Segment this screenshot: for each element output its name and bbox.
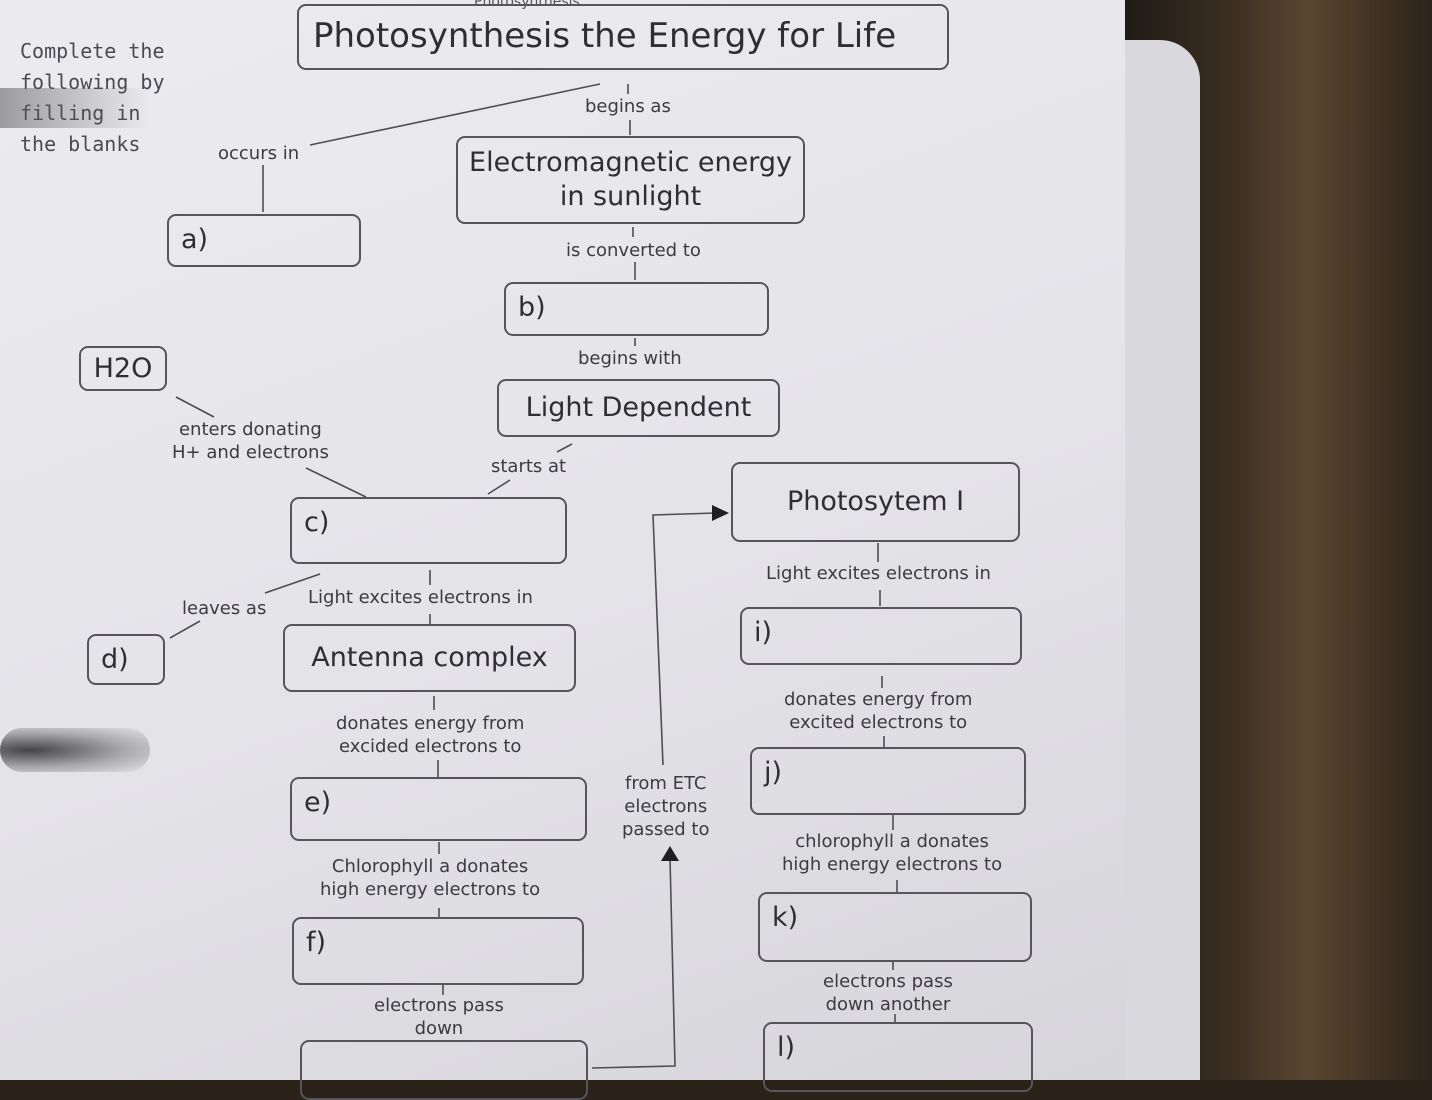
link-enters-donating: enters donating H+ and electrons bbox=[172, 418, 329, 464]
link-line: chlorophyll a donates bbox=[795, 831, 989, 852]
link-from-etc: from ETC electrons passed to bbox=[622, 772, 710, 841]
link-line: enters donating bbox=[178, 419, 322, 440]
concept-light-dependent: Light Dependent bbox=[497, 379, 780, 437]
link-line: Chlorophyll a donates bbox=[331, 856, 529, 877]
blank-f[interactable]: f) bbox=[292, 917, 584, 985]
link-starts-at: starts at bbox=[491, 456, 567, 477]
link-line: H+ and electrons bbox=[172, 442, 329, 463]
concept-h2o: H2O bbox=[79, 346, 167, 391]
worksheet-paper: Photosynthesis Complete the following by… bbox=[0, 0, 1125, 1100]
link-line: electrons pass bbox=[823, 971, 953, 992]
link-line: high energy electrons to bbox=[782, 854, 1003, 875]
link-line: donates energy from bbox=[784, 689, 973, 710]
blank-g[interactable] bbox=[300, 1040, 588, 1100]
blank-i[interactable]: i) bbox=[740, 607, 1022, 665]
thumb-shadow bbox=[0, 728, 150, 772]
link-begins-with: begins with bbox=[578, 348, 682, 369]
instructions-line: Complete the bbox=[20, 39, 165, 63]
diagram-title: Photosynthesis the Energy for Life bbox=[297, 4, 949, 70]
concept-antenna-complex: Antenna complex bbox=[283, 624, 576, 692]
blank-d[interactable]: d) bbox=[87, 634, 165, 685]
blank-k[interactable]: k) bbox=[758, 892, 1032, 962]
shadow bbox=[0, 88, 150, 128]
link-line: excided electrons to bbox=[339, 736, 522, 757]
blank-l[interactable]: l) bbox=[763, 1022, 1033, 1092]
link-line: electrons bbox=[624, 796, 708, 817]
link-begins-as: begins as bbox=[585, 96, 671, 117]
blank-c[interactable]: c) bbox=[290, 497, 567, 564]
link-chlorophyll-right: chlorophyll a donates high energy electr… bbox=[782, 830, 1002, 876]
concept-photosystem-1: Photosytem I bbox=[731, 462, 1020, 542]
blank-b[interactable]: b) bbox=[504, 282, 769, 336]
link-line: electrons pass bbox=[374, 995, 504, 1016]
link-line: down bbox=[414, 1018, 464, 1039]
link-electrons-pass-another: electrons pass down another bbox=[823, 970, 953, 1016]
link-line: excited electrons to bbox=[789, 712, 968, 733]
link-chlorophyll-left: Chlorophyll a donates high energy electr… bbox=[320, 855, 540, 901]
link-line: from ETC bbox=[625, 773, 707, 794]
link-leaves-as: leaves as bbox=[182, 598, 267, 619]
concept-electromagnetic-energy: Electromagnetic energy in sunlight bbox=[456, 136, 805, 224]
instructions-line: the blanks bbox=[20, 132, 141, 156]
link-line: passed to bbox=[622, 819, 710, 840]
link-light-excites-left: Light excites electrons in bbox=[308, 587, 533, 608]
blank-a[interactable]: a) bbox=[167, 214, 361, 267]
concept-text: Electromagnetic energy bbox=[469, 147, 792, 178]
link-occurs-in: occurs in bbox=[218, 143, 300, 164]
concept-text: in sunlight bbox=[559, 181, 702, 212]
blank-j[interactable]: j) bbox=[750, 747, 1026, 815]
blank-e[interactable]: e) bbox=[290, 777, 587, 841]
link-donates-left: donates energy from excided electrons to bbox=[336, 712, 524, 758]
link-is-converted-to: is converted to bbox=[566, 240, 701, 261]
link-light-excites-right: Light excites electrons in bbox=[766, 563, 991, 584]
link-line: donates energy from bbox=[336, 713, 525, 734]
link-line: down another bbox=[825, 994, 951, 1015]
link-electrons-pass-down: electrons pass down bbox=[374, 994, 504, 1040]
link-donates-right: donates energy from excited electrons to bbox=[784, 688, 972, 734]
link-line: high energy electrons to bbox=[320, 879, 541, 900]
